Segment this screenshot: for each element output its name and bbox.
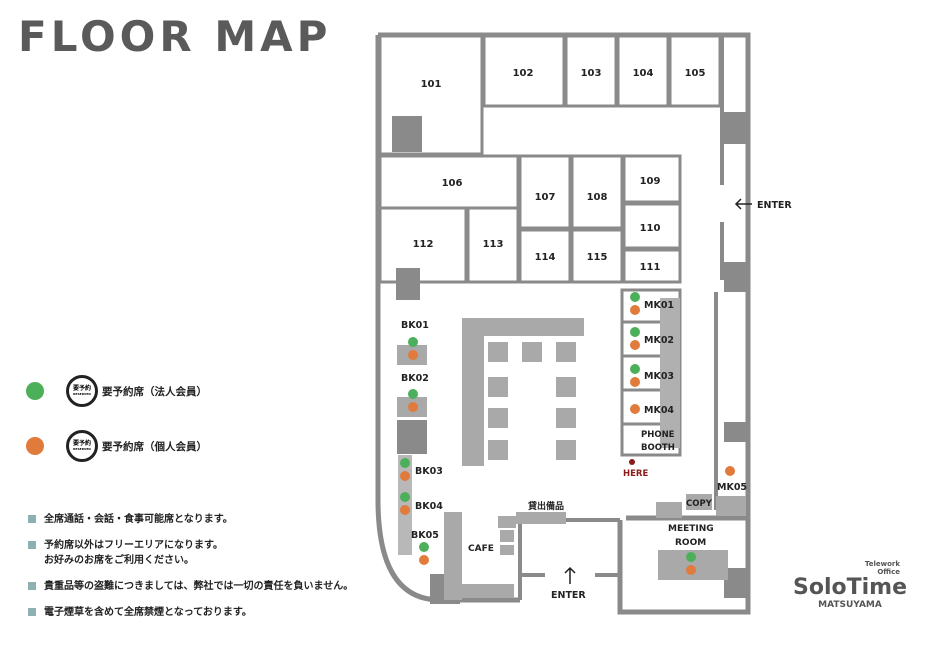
seat-bk05: BK05 xyxy=(411,530,439,541)
seat-mk05: MK05 xyxy=(717,482,747,493)
tables xyxy=(397,318,746,600)
seat-bk03: BK03 xyxy=(415,466,443,477)
seat-mk03: MK03 xyxy=(644,371,674,382)
note: 貴重品等の盗難につきましては、弊社では一切の責任を負いません。 xyxy=(44,581,354,592)
meeting-room-label: ROOM xyxy=(675,538,706,548)
rental-label: 貸出備品 xyxy=(528,500,564,512)
room-114: 114 xyxy=(535,252,556,263)
enter-label: ENTER xyxy=(551,590,586,601)
page-title: FLOOR MAP xyxy=(18,12,332,61)
room-105: 105 xyxy=(685,68,706,79)
room-115: 115 xyxy=(587,252,608,263)
seat-mk02: MK02 xyxy=(644,335,674,346)
arrow-icons xyxy=(564,198,752,584)
room-labels: 101 102 103 104 105 106 107 108 109 110 … xyxy=(413,68,706,273)
here-label: HERE xyxy=(623,469,648,479)
seat-bk01: BK01 xyxy=(401,320,429,331)
room-107: 107 xyxy=(535,192,556,203)
bullet-icon xyxy=(28,515,36,523)
logo-brand: SoloTime xyxy=(792,575,907,600)
walls xyxy=(375,32,751,615)
seat-mk01: MK01 xyxy=(644,300,674,311)
room-110: 110 xyxy=(640,223,661,234)
cafe-label: CAFE xyxy=(468,544,494,554)
copy-label: COPY xyxy=(686,499,713,509)
orange-dot-icon xyxy=(26,437,44,455)
room-109: 109 xyxy=(640,176,661,187)
note: 電子煙草を含めて全席禁煙となっております。 xyxy=(44,607,252,618)
seat-labels: MK01 MK02 MK03 MK04 MK05 BK01 BK02 BK03 … xyxy=(401,200,792,601)
room-106: 106 xyxy=(442,178,463,189)
legend-label: 要予約席（法人会員） xyxy=(102,385,207,398)
note: 全席通話・会話・食事可能席となります。 xyxy=(44,514,233,525)
here-marker xyxy=(629,459,635,465)
notes: 全席通話・会話・食事可能席となります。 予約席以外はフリーエリアになります。 お… xyxy=(28,512,353,631)
room-104: 104 xyxy=(633,68,654,79)
arrow-up-icon xyxy=(564,566,576,584)
note: 予約席以外はフリーエリアになります。 お好みのお席をご利用ください。 xyxy=(44,540,223,566)
logo-city: MATSUYAMA xyxy=(818,600,882,610)
legend-label: 要予約席（個人会員） xyxy=(102,440,207,453)
room-102: 102 xyxy=(513,68,534,79)
phone-booth-label: BOOTH xyxy=(641,443,675,453)
room-108: 108 xyxy=(587,192,608,203)
arrow-left-icon xyxy=(734,198,752,210)
bullet-icon xyxy=(28,541,36,549)
seat-bk02: BK02 xyxy=(401,373,429,384)
seat-dots xyxy=(400,292,735,575)
bullet-icon xyxy=(28,608,36,616)
seat-mk04: MK04 xyxy=(644,405,674,416)
room-111: 111 xyxy=(640,262,661,273)
room-113: 113 xyxy=(483,239,504,250)
room-112: 112 xyxy=(413,239,434,250)
room-101: 101 xyxy=(421,79,442,90)
phone-booth-label: PHONE xyxy=(641,430,675,440)
meeting-room-label: MEETING xyxy=(668,524,714,534)
green-dot-icon xyxy=(26,382,44,400)
seat-bk04: BK04 xyxy=(415,501,443,512)
bullet-icon xyxy=(28,582,36,590)
enter-label: ENTER xyxy=(757,200,792,211)
room-103: 103 xyxy=(581,68,602,79)
